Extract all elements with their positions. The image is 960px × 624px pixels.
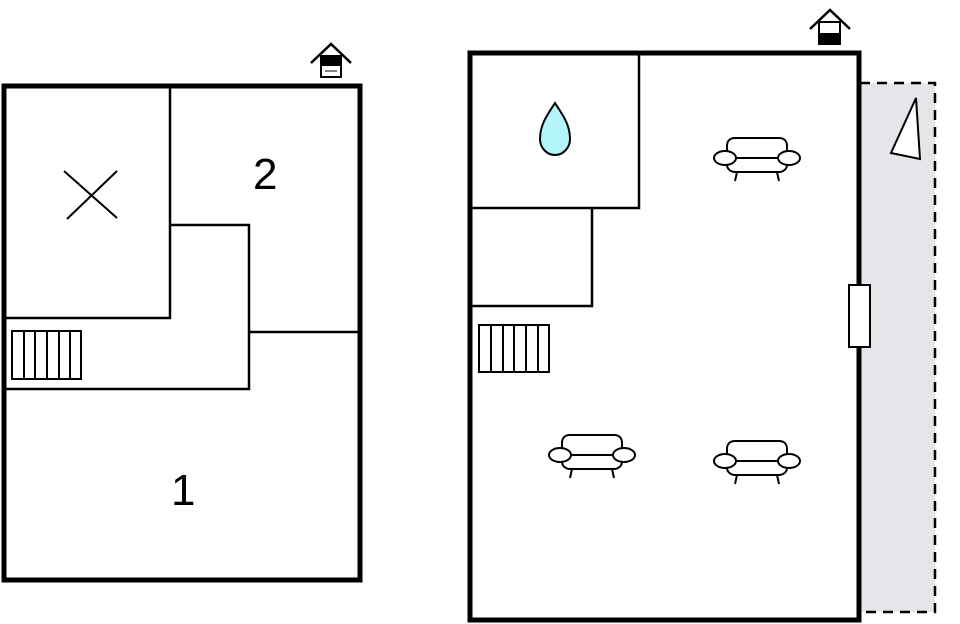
cross-icon [63,170,118,220]
outer-wall [467,50,862,623]
armchair-icon [713,137,801,182]
upper-floor-plan: 2 1 [1,42,363,583]
armchair-icon [713,440,801,485]
door-icon [848,284,871,348]
room-storage [470,208,594,308]
stairs-icon [11,330,82,380]
room-bathroom [470,53,641,210]
house-entrance-icon [809,8,851,45]
armchair-icon [548,434,636,479]
stairs-icon [478,324,550,373]
room-label-1: 1 [171,466,195,515]
water-drop-icon [538,101,572,157]
room-hallway [4,223,360,391]
house-entrance-icon [310,42,352,78]
terrace-area [860,81,937,614]
room-label-2: 2 [253,150,277,199]
room-void-area [4,86,172,320]
ground-floor-plan [467,8,937,623]
sail-icon [889,97,922,161]
